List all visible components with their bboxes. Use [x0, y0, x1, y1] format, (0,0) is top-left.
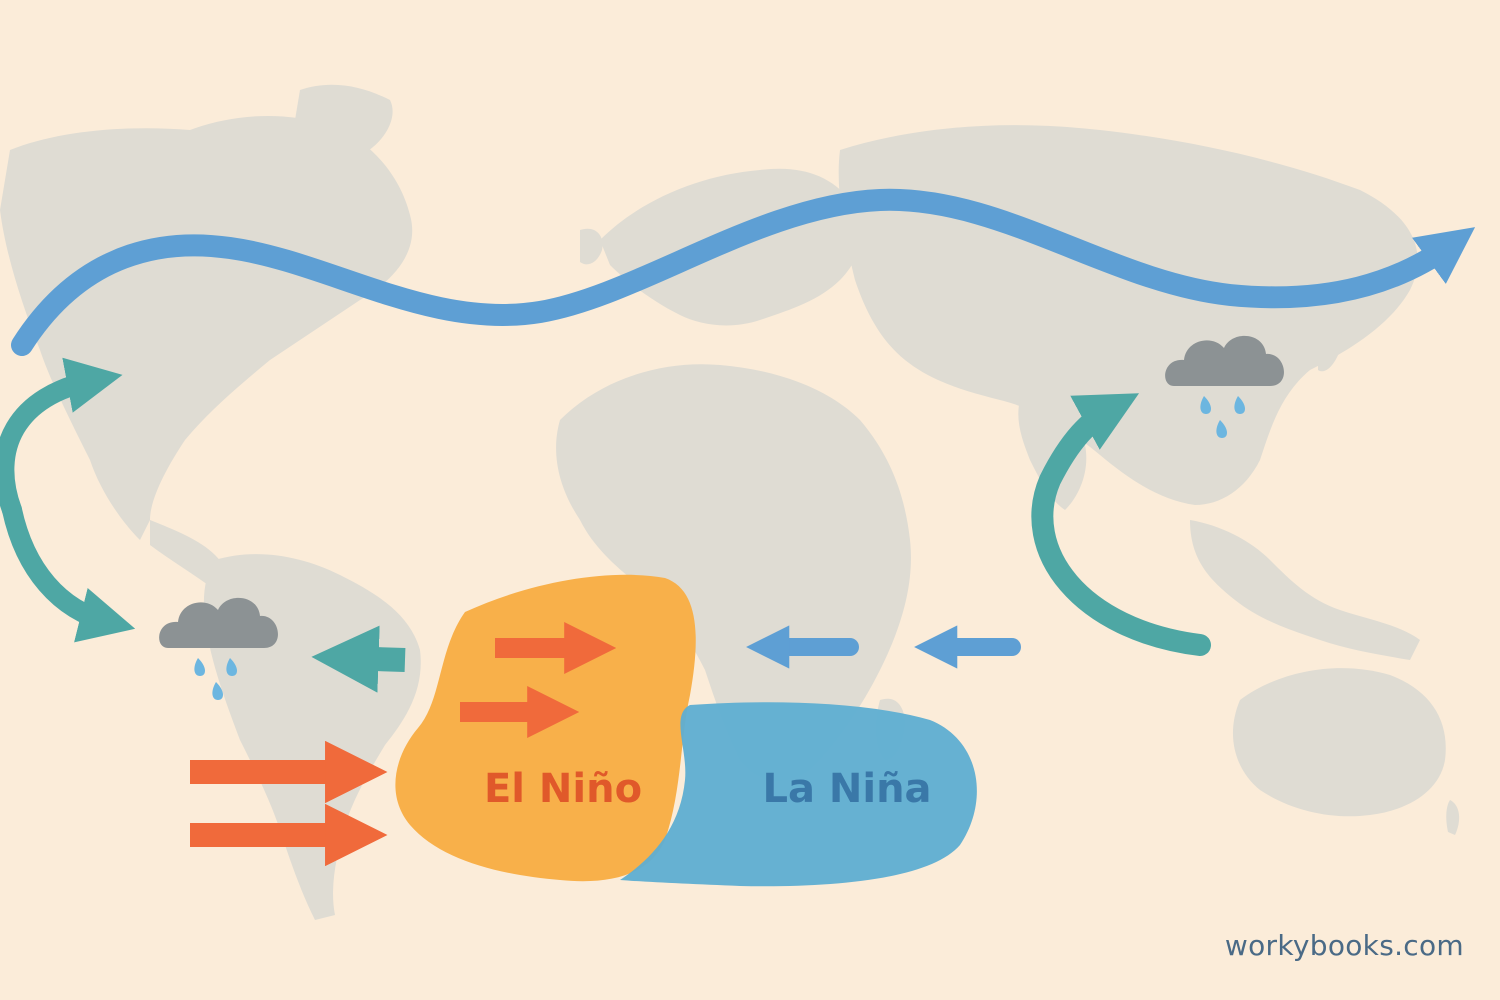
rain-cloud-icon	[1165, 335, 1284, 438]
el-nino-label: El Niño	[484, 766, 642, 812]
southeast-asia	[1190, 520, 1420, 660]
la-nina-label: La Niña	[762, 766, 931, 812]
jet-stream-arrow	[11, 188, 1476, 356]
japan	[1318, 300, 1342, 372]
circulation-arrow-up-americas	[0, 357, 123, 520]
warm-current-arrows	[190, 622, 617, 867]
north-america	[0, 115, 413, 541]
la-nina-region	[620, 702, 977, 887]
british-isles	[580, 228, 603, 265]
circulation-arrow-asia	[1031, 393, 1211, 656]
rain-cloud-icon	[159, 597, 278, 700]
circulation-arrow-west-to-cloud	[311, 625, 406, 693]
africa	[556, 364, 911, 781]
site-credit: workybooks.com	[1224, 929, 1464, 962]
new-zealand	[1446, 800, 1460, 835]
greenland	[295, 84, 393, 161]
australia	[1232, 668, 1446, 817]
circulation-arrow-down-americas	[2, 500, 136, 643]
